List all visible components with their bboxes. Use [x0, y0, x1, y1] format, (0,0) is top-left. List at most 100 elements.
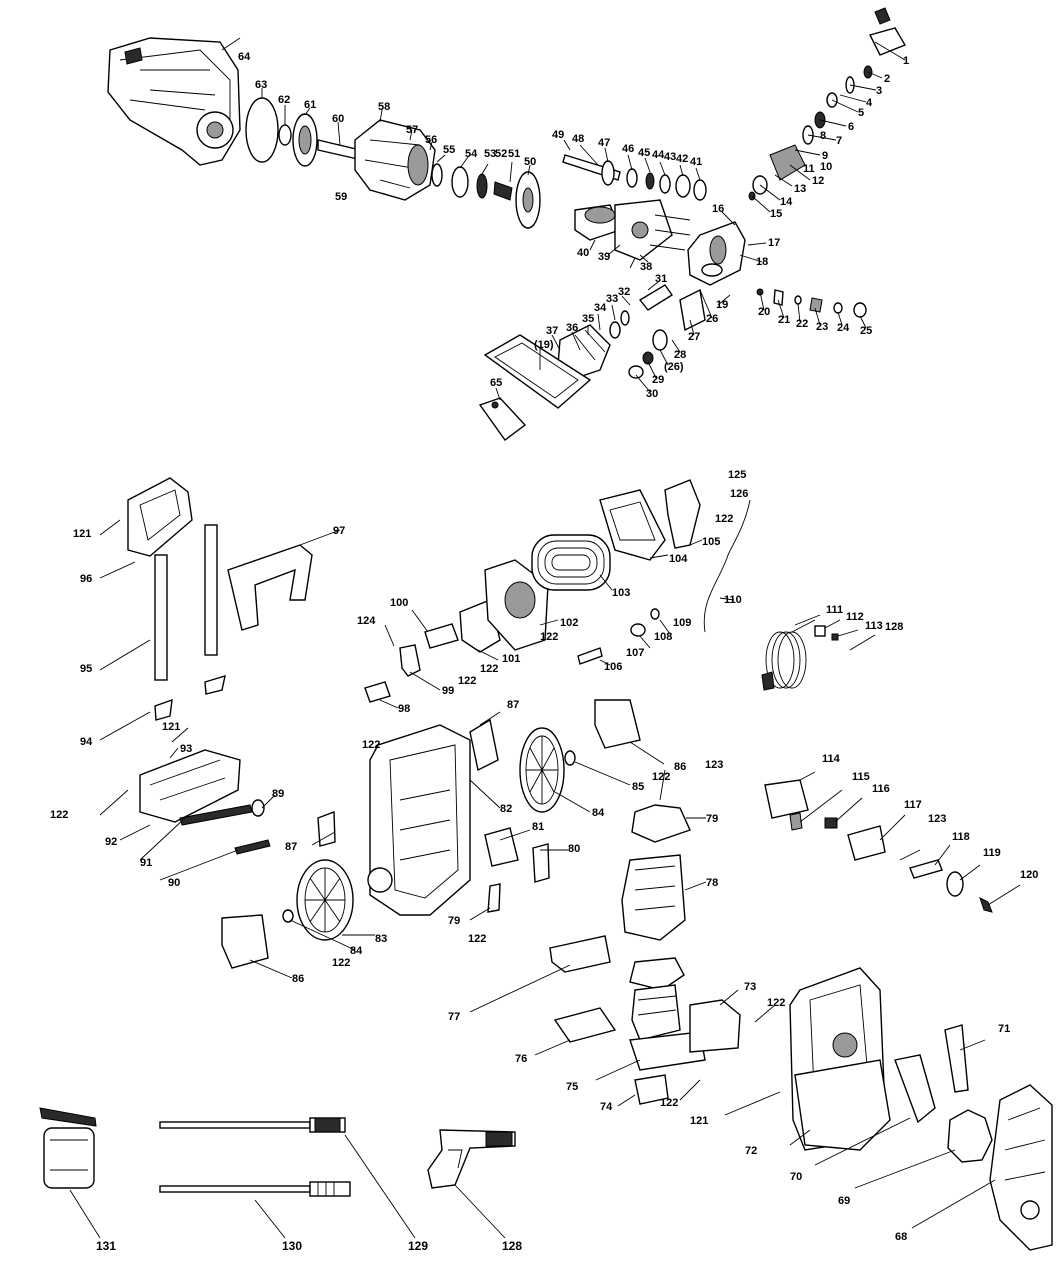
part-label: 100	[390, 597, 408, 609]
hose-coil	[531, 534, 611, 591]
part-label: 102	[560, 617, 578, 629]
part-label: (26)	[664, 361, 684, 373]
part-label: 13	[794, 183, 806, 195]
part-label: 124	[357, 615, 376, 627]
part-label: 37	[546, 325, 558, 337]
part-label: 34	[594, 302, 607, 314]
part-label: 90	[168, 877, 180, 889]
part-label: 23	[816, 321, 828, 333]
part-label: 47	[598, 137, 610, 149]
part-label: 120	[1020, 869, 1038, 881]
part-label: 61	[304, 99, 316, 111]
part-label: 24	[837, 322, 850, 334]
switch-plate	[478, 334, 592, 441]
part-label: 31	[655, 273, 667, 285]
valve-fittings	[756, 288, 867, 318]
part-label: 33	[606, 293, 618, 305]
part-label: 74	[600, 1101, 613, 1113]
part-label: 39	[598, 251, 610, 263]
part-label: 118	[952, 831, 970, 843]
part-label: 122	[362, 739, 380, 751]
foam-bottle	[39, 1107, 97, 1189]
part-label: 71	[998, 1023, 1010, 1035]
handle-assembly: 121 96 95 94 121 93 122 92 91 90 89 97	[50, 477, 345, 889]
part-label: 50	[524, 156, 536, 168]
part-label: 55	[443, 144, 455, 156]
part-label: 38	[640, 261, 652, 273]
part-label: 122	[458, 675, 476, 687]
part-label: 121	[162, 721, 180, 733]
part-label: 65	[490, 377, 502, 389]
lance	[159, 1117, 346, 1133]
part-label: 72	[745, 1145, 757, 1157]
part-label: 119	[983, 847, 1001, 859]
part-label: 112	[846, 611, 864, 623]
part-label: 32	[618, 286, 630, 298]
part-label: 45	[638, 147, 650, 159]
part-label: 116	[872, 783, 890, 795]
part-label: 117	[904, 799, 922, 811]
part-label: 123	[928, 813, 946, 825]
part-label: 11	[803, 163, 815, 175]
part-label: 69	[838, 1195, 850, 1207]
motor-core: 123 79 78 73 122 75 76 77 74 122	[448, 759, 785, 1113]
part-label: 42	[676, 153, 688, 165]
part-label: 129	[408, 1239, 428, 1253]
part-label: 98	[398, 703, 410, 715]
part-label: 121	[73, 528, 91, 540]
part-label: (19)	[534, 339, 554, 351]
spray-gun	[427, 1129, 516, 1189]
part-label: 128	[885, 621, 903, 633]
part-label: 27	[688, 331, 700, 343]
motor-housing	[107, 37, 241, 166]
part-label: 10	[820, 161, 832, 173]
pump-body	[354, 119, 436, 201]
part-label: 84	[350, 945, 363, 957]
part-label: 79	[448, 915, 460, 927]
front-panel	[989, 1084, 1053, 1251]
part-label: 43	[664, 151, 676, 163]
part-label: 2	[884, 73, 890, 85]
part-label: 46	[622, 143, 634, 155]
part-label: 86	[674, 761, 686, 773]
part-label: 122	[715, 513, 733, 525]
part-label: 91	[140, 857, 152, 869]
outlet-fitting	[748, 7, 907, 201]
pump-assembly: 64 63 62 61 60 58 59 57 56 55 54 53 52 5…	[107, 7, 909, 441]
part-label: 126	[730, 488, 748, 500]
part-label: 79	[706, 813, 718, 825]
part-label: 87	[507, 699, 519, 711]
part-label: 36	[566, 322, 578, 334]
part-label: 9	[822, 150, 828, 162]
part-label: 84	[592, 807, 605, 819]
part-label: 122	[480, 663, 498, 675]
part-label: 29	[652, 374, 664, 386]
part-label: 12	[812, 175, 824, 187]
part-label: 25	[860, 325, 872, 337]
part-label: 7	[836, 135, 842, 147]
part-label: 80	[568, 843, 580, 855]
handle-grip	[227, 544, 313, 631]
part-label: 58	[378, 101, 390, 113]
part-label: 77	[448, 1011, 460, 1023]
part-label: 6	[848, 121, 854, 133]
part-label: 131	[96, 1239, 116, 1253]
part-label: 15	[770, 208, 782, 220]
part-label: 21	[778, 314, 790, 326]
part-label: 68	[895, 1231, 907, 1243]
part-label: 53	[484, 148, 496, 160]
part-label: 104	[669, 553, 688, 565]
part-label: 110	[724, 594, 742, 606]
electrical-and-covers: 111 112 113 128 114 115 116 117 123 118 …	[690, 604, 1053, 1251]
part-label: 8	[820, 130, 826, 142]
part-label: 22	[796, 318, 808, 330]
part-label: 114	[822, 753, 841, 765]
part-label: 85	[632, 781, 644, 793]
part-label: 48	[572, 133, 584, 145]
part-label: 122	[767, 997, 785, 1009]
part-label: 115	[852, 771, 870, 783]
part-label: 60	[332, 113, 344, 125]
part-label: 105	[702, 536, 720, 548]
part-label: 101	[502, 653, 520, 665]
part-label: 122	[50, 809, 68, 821]
